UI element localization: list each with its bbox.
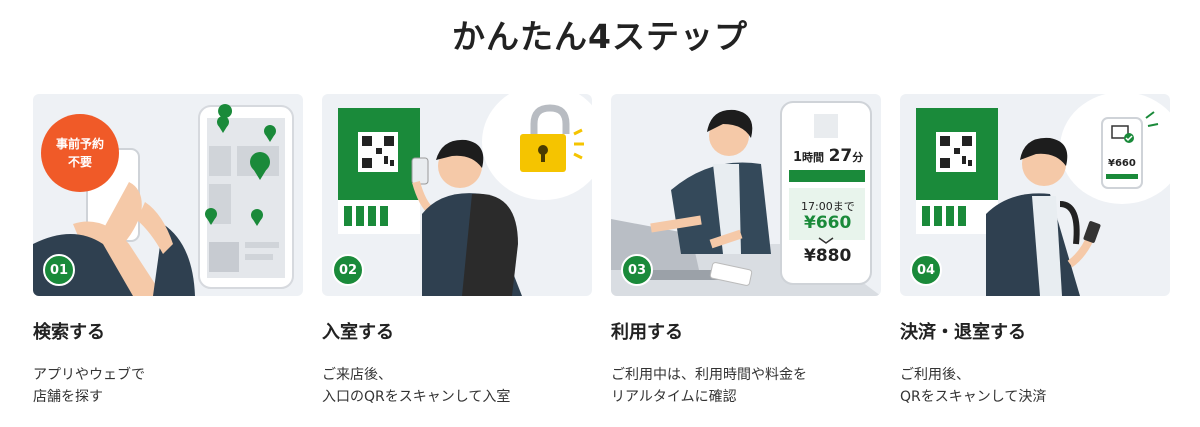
price-current: ¥660 xyxy=(804,213,852,233)
step-illustration-checkout: ¥660 04 xyxy=(900,94,1170,296)
badge-line-1: 事前予約 xyxy=(55,137,104,151)
badge-line-2: 不要 xyxy=(67,155,92,169)
price-next: ¥880 xyxy=(804,246,852,266)
hours-value: 1 xyxy=(793,150,803,165)
step-title: 入室する xyxy=(322,322,394,343)
step-number: 04 xyxy=(910,254,942,286)
step-illustration-search: 事前予約 不要 01 xyxy=(33,94,303,296)
until-time: 17:00まで xyxy=(801,200,855,213)
step-search: 事前予約 不要 01 検索する アプリやウェブで 店舗を探す xyxy=(33,94,303,408)
step-checkout: ¥660 04 決済・退室する ご利用後、 QRをスキャンして決済 xyxy=(900,94,1170,408)
step-description: アプリやウェブで 店舗を探す xyxy=(33,367,145,405)
step-illustration-enter: 02 xyxy=(322,94,592,296)
shop-check-icon xyxy=(1111,125,1134,143)
page-title: かんたん4ステップ xyxy=(452,17,748,56)
step-illustration-use: 1時間 27分 17:00まで ¥660 ¥880 03 xyxy=(611,94,881,296)
no-reservation-badge: 事前予約 不要 xyxy=(41,114,119,192)
step-description: ご利用後、 QRをスキャンして決済 xyxy=(900,367,1047,405)
step-number: 01 xyxy=(43,254,75,286)
steps-list: 事前予約 不要 01 検索する アプリやウェブで 店舗を探す xyxy=(33,94,1170,414)
step-title: 検索する xyxy=(33,322,105,343)
step-number: 03 xyxy=(621,254,653,286)
hours-unit: 時間 xyxy=(802,151,825,164)
remaining-time: 1時間 27分 xyxy=(793,146,863,166)
step-title: 利用する xyxy=(611,322,683,343)
step-description: ご来店後、 入口のQRをスキャンして入室 xyxy=(322,367,511,405)
step-enter: 02 入室する ご来店後、 入口のQRをスキャンして入室 xyxy=(322,94,592,408)
phone-price: ¥660 xyxy=(1108,158,1136,169)
step-number: 02 xyxy=(332,254,364,286)
step-title: 決済・退室する xyxy=(900,322,1026,343)
lock-icon xyxy=(520,104,584,172)
entry-qr-illustration xyxy=(338,94,592,296)
map-phone-illustration xyxy=(33,104,294,296)
step-description: ご利用中は、利用時間や料金を リアルタイムに確認 xyxy=(611,367,807,405)
step-use: 1時間 27分 17:00まで ¥660 ¥880 03 利用する ご利用中は、… xyxy=(611,94,881,408)
minutes-value: 27 xyxy=(828,146,853,166)
minutes-unit: 分 xyxy=(852,151,864,164)
checkout-qr-illustration xyxy=(916,94,1170,296)
